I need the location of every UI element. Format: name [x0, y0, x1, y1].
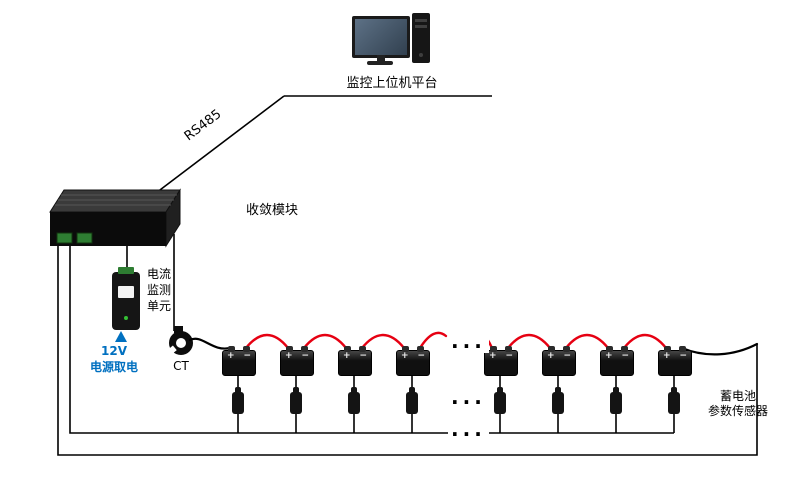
ct-clamp-icon — [166, 326, 193, 356]
battery-terminal — [679, 346, 686, 352]
battery-terminal — [228, 346, 235, 352]
battery-sensor-icon — [348, 387, 360, 414]
battery-sensor-icon — [552, 387, 564, 414]
battery-minus-label: − — [417, 351, 425, 361]
battery-terminal — [548, 346, 555, 352]
battery-icon: + − — [600, 346, 634, 376]
battery-terminal — [286, 346, 293, 352]
wire-battery8-to-right — [680, 342, 759, 356]
monitor-stand-base — [367, 61, 393, 65]
battery-terminal — [344, 346, 351, 352]
battery-terminal — [490, 346, 497, 352]
battery-plus-label: + — [605, 351, 613, 361]
computer-tower-icon — [412, 13, 430, 63]
monitor-icon — [352, 16, 410, 58]
current-unit-label-line2: 监测 — [147, 283, 172, 297]
ct-label: CT — [173, 359, 189, 373]
battery-plus-label: + — [285, 351, 293, 361]
bus-row-ellipsis: ... — [448, 418, 489, 441]
battery-terminal — [243, 346, 250, 352]
battery-terminal — [563, 346, 570, 352]
battery-plus-label: + — [489, 351, 497, 361]
current-unit-label-line1: 电流 — [147, 267, 172, 281]
battery-sensor-icon — [668, 387, 680, 414]
battery-minus-label: − — [621, 351, 629, 361]
convergence-module-icon — [49, 188, 181, 248]
current-unit-label-line3: 单元 — [147, 299, 172, 313]
power-source-label: 电源取电 — [89, 360, 138, 374]
tower-power-button — [419, 53, 423, 57]
rs485-link-lines — [151, 95, 492, 197]
battery-minus-label: − — [563, 351, 571, 361]
power-arrow-icon — [115, 331, 127, 342]
unit-status-led — [124, 316, 128, 320]
battery-row-ellipsis: ... — [448, 330, 489, 353]
battery-plus-label: + — [227, 351, 235, 361]
battery-sensor-icon — [610, 387, 622, 414]
battery-plus-label: + — [343, 351, 351, 361]
battery-sensor-label-line1: 蓄电池 — [719, 389, 756, 403]
battery-terminal — [505, 346, 512, 352]
battery-terminal — [606, 346, 613, 352]
tower-drive-slot — [415, 25, 427, 28]
battery-icon: + − — [484, 346, 518, 376]
unit-terminal-block — [118, 267, 134, 274]
battery-minus-label: − — [243, 351, 251, 361]
battery-sensor-icon — [290, 387, 302, 414]
convergence-module-label: 收敛模块 — [246, 203, 299, 218]
battery-minus-label: − — [679, 351, 687, 361]
battery-icon: + − — [658, 346, 692, 376]
battery-plus-label: + — [401, 351, 409, 361]
battery-terminal — [359, 346, 366, 352]
monitor-stand — [377, 55, 385, 61]
battery-sensor-icon — [406, 387, 418, 414]
current-monitor-unit-icon — [112, 267, 140, 330]
battery-terminal — [402, 346, 409, 352]
current-unit-label: 电流 监测 单元 — [147, 266, 171, 314]
battery-minus-label: − — [359, 351, 367, 361]
monitor-screen — [355, 19, 407, 55]
host-platform-label: 监控上位机平台 — [346, 76, 438, 91]
battery-sensor-icon — [232, 387, 244, 414]
battery-icon: + − — [338, 346, 372, 376]
battery-terminal — [301, 346, 308, 352]
sensor-row-ellipsis: ... — [448, 386, 489, 409]
battery-sensor-label: 蓄电池 参数传感器 — [688, 389, 788, 419]
power-12v-label: 12V — [101, 344, 127, 358]
battery-terminal — [621, 346, 628, 352]
battery-plus-label: + — [663, 351, 671, 361]
battery-terminal — [417, 346, 424, 352]
battery-minus-label: − — [301, 351, 309, 361]
battery-plus-label: + — [547, 351, 555, 361]
wire-ct-to-battery1 — [188, 337, 232, 350]
battery-sensor-icon — [494, 387, 506, 414]
battery-icon: + − — [222, 346, 256, 376]
unit-label-sticker — [118, 286, 134, 298]
battery-icon: + − — [280, 346, 314, 376]
battery-terminal — [664, 346, 671, 352]
battery-minus-label: − — [505, 351, 513, 361]
battery-icon: + − — [542, 346, 576, 376]
battery-icon: + − — [396, 346, 430, 376]
tower-drive-slot — [415, 19, 427, 22]
battery-sensor-label-line2: 参数传感器 — [707, 404, 768, 418]
